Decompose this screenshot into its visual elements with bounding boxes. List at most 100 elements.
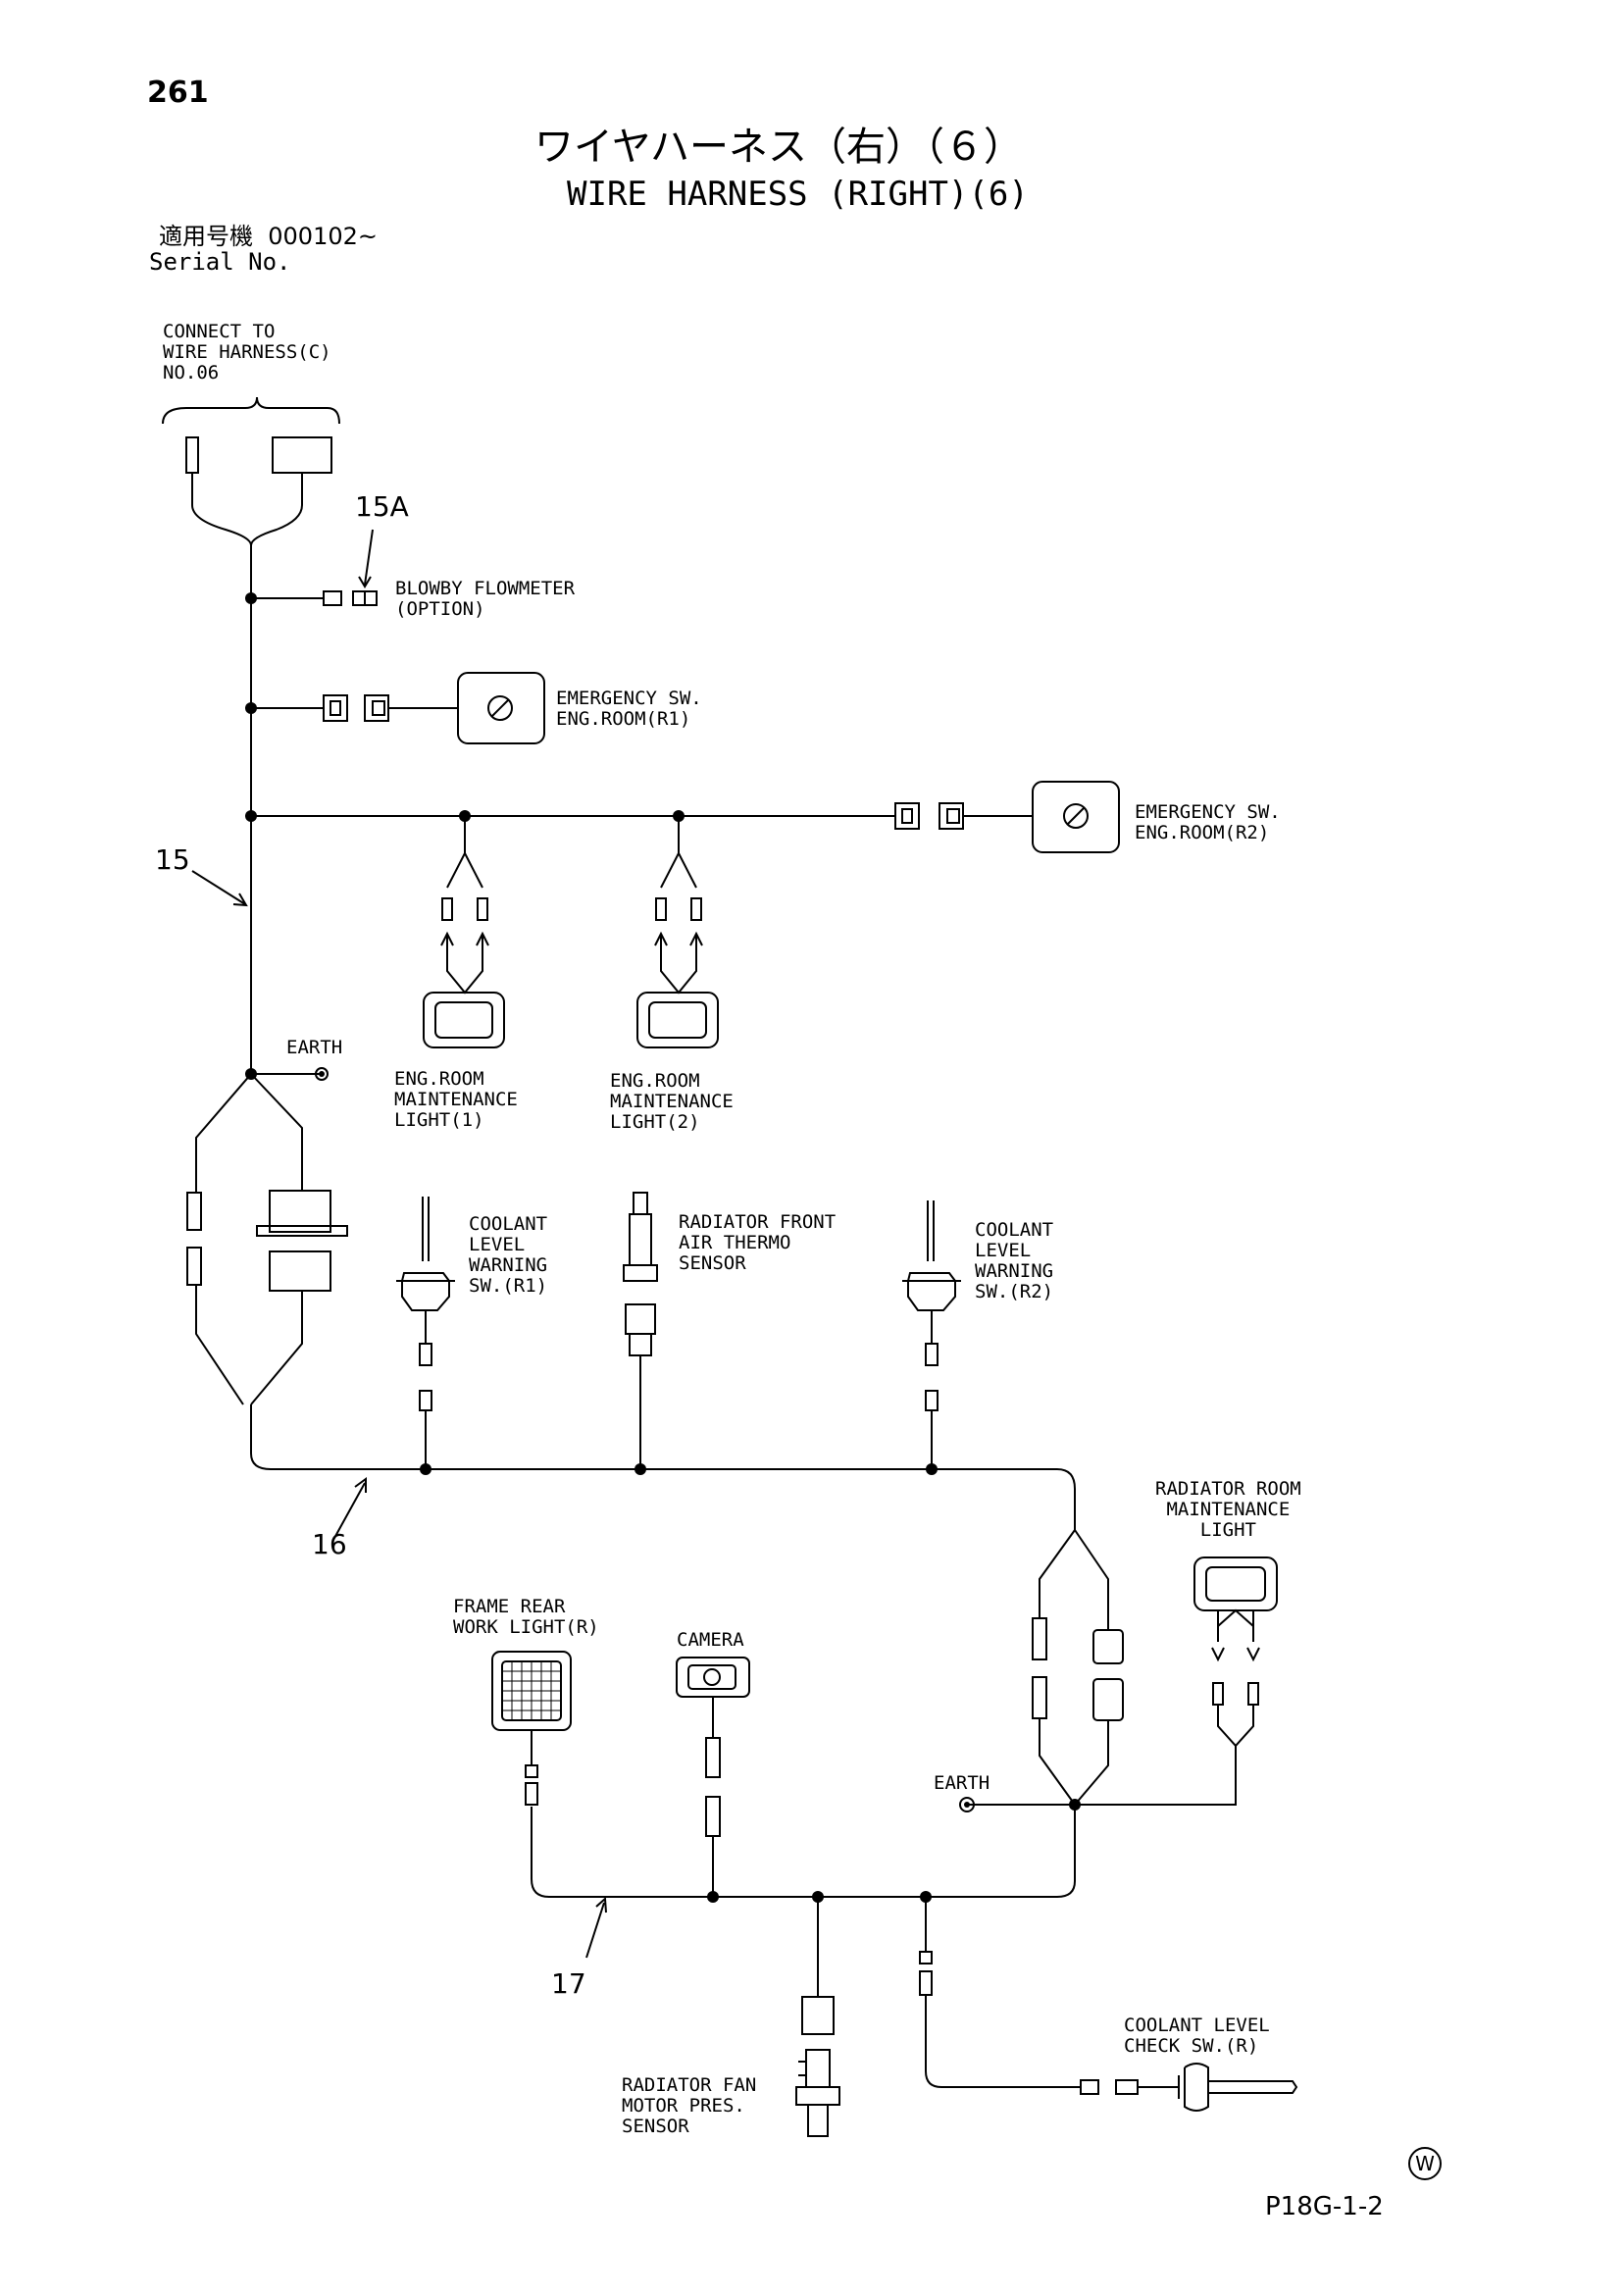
label-coolant-check-sw: COOLANT LEVEL CHECK SW.(R) <box>1124 2015 1270 2057</box>
wire-17 <box>532 1805 1075 1897</box>
light2-arrows <box>655 934 702 945</box>
junction-dot <box>634 1463 646 1475</box>
coolant-r1-plug-a <box>420 1344 431 1365</box>
radiator-room-light-lens <box>1206 1567 1265 1601</box>
junction-dot <box>459 810 471 822</box>
split-connector-left-b <box>187 1248 201 1285</box>
emergency-r1-connector-a-pin <box>330 701 340 715</box>
split-connector-right-b <box>270 1251 330 1291</box>
light1-plug-left <box>442 898 452 920</box>
label-blowby-flowmeter: BLOWBY FLOWMETER (OPTION) <box>395 578 576 620</box>
split-left-lower <box>196 1285 243 1404</box>
right-split-connector-right-a <box>1093 1630 1123 1663</box>
light2-lens <box>649 1002 706 1038</box>
camera-lens-frame <box>688 1665 736 1689</box>
top-wire-right <box>251 473 302 545</box>
right-split-right-upper <box>1075 1530 1108 1630</box>
emergency-r2-switch-body <box>1033 782 1119 852</box>
right-split-left-lower <box>1040 1718 1075 1805</box>
emergency-r1-connector-b-pin <box>373 701 384 715</box>
emergency-r1-switch-symbol-icon <box>488 696 512 720</box>
radiator-room-light-fork <box>1218 1705 1253 1746</box>
thermo-sensor-connector-b <box>630 1334 651 1355</box>
emergency-r1-connector-a <box>324 695 347 721</box>
right-split-connector-left-b <box>1033 1677 1046 1718</box>
earth-lower-terminal-center <box>964 1802 970 1808</box>
coolant-check-plug-a <box>920 1952 932 1964</box>
emergency-r2-connector-a <box>895 803 919 829</box>
thermo-sensor-connector-a <box>626 1304 655 1334</box>
light2-housing <box>637 993 718 1047</box>
label-coolant-level-r1: COOLANT LEVEL WARNING SW.(R1) <box>469 1213 548 1297</box>
fan-sensor-connector <box>802 1997 834 2034</box>
label-earth-lower: EARTH <box>934 1772 990 1794</box>
emergency-r2-switch-slash <box>1068 808 1084 824</box>
page-number: 261 <box>147 76 209 110</box>
coolant-r2-plug-b <box>926 1391 938 1410</box>
thermo-sensor-thread <box>630 1214 651 1265</box>
junction-dot <box>245 1068 257 1080</box>
emergency-r2-connector-a-pin <box>902 809 912 823</box>
fan-sensor-port <box>808 2105 828 2136</box>
ref-17: 17 <box>551 1967 586 2000</box>
ref-16-leader <box>333 1483 365 1540</box>
split-right-lower <box>251 1291 302 1404</box>
fan-sensor-nut <box>796 2087 839 2105</box>
ref-15a-leader <box>365 530 373 585</box>
junction-dot <box>1069 1799 1081 1811</box>
coolant-check-plug-b <box>920 1971 932 1995</box>
junction-dot <box>245 810 257 822</box>
junction-dot <box>245 702 257 714</box>
ref-16: 16 <box>312 1528 347 1560</box>
light2-fork <box>661 816 696 888</box>
emergency-r2-connector-b-pin <box>947 809 959 823</box>
light2-plug-left <box>656 898 666 920</box>
label-frame-rear-work-light: FRAME REAR WORK LIGHT(R) <box>453 1596 599 1638</box>
emergency-r2-switch-symbol-icon <box>1064 804 1088 828</box>
drawing-code: P18G-1-2 <box>1265 2192 1384 2221</box>
footer-symbol: W <box>1408 2147 1442 2180</box>
coolant-check-switch-probe <box>1208 2081 1296 2093</box>
label-emergency-sw-r1: EMERGENCY SW. ENG.ROOM(R1) <box>556 688 702 730</box>
junction-dot <box>673 810 685 822</box>
label-radiator-room-light: RADIATOR ROOM MAINTENANCE LIGHT <box>1155 1478 1301 1541</box>
ref-15a: 15A <box>355 490 409 523</box>
junction-dot <box>812 1891 824 1903</box>
frame-rear-work-light-plug-a <box>526 1765 537 1777</box>
light1-arrows <box>441 934 488 945</box>
ref-15-leader <box>192 871 245 904</box>
ref-15-arrowhead <box>233 893 246 905</box>
title-english: WIRE HARNESS (RIGHT)(6) <box>567 175 1029 214</box>
serial-value: 000102~ <box>268 223 378 250</box>
earth-upper-terminal-center <box>319 1071 325 1077</box>
title-japanese: ワイヤハーネス（右）（６） <box>534 125 1023 170</box>
radiator-room-light-wire <box>1075 1746 1236 1805</box>
camera-lens-icon <box>704 1669 720 1685</box>
coolant-r1-body <box>402 1273 449 1310</box>
light1-fork <box>447 816 482 888</box>
junction-dots <box>245 592 1081 1903</box>
label-coolant-level-r2: COOLANT LEVEL WARNING SW.(R2) <box>975 1219 1054 1302</box>
radiator-room-light-leads <box>1218 1610 1253 1642</box>
ref-17-arrowhead <box>596 1899 606 1913</box>
junction-dot <box>920 1891 932 1903</box>
frame-rear-work-light-grille <box>502 1661 561 1720</box>
emergency-r1-switch-body <box>458 673 544 743</box>
junction-dot <box>926 1463 938 1475</box>
split-right-upper <box>251 1074 302 1191</box>
ref-15a-arrowhead <box>359 577 371 587</box>
thermo-sensor-tip <box>634 1193 647 1214</box>
coolant-r1-plug-b <box>420 1391 431 1410</box>
label-earth-upper: EARTH <box>286 1037 343 1058</box>
label-radiator-front-sensor: RADIATOR FRONT AIR THERMO SENSOR <box>679 1211 837 1274</box>
radiator-room-plug-right <box>1248 1683 1258 1705</box>
thermo-sensor-nut <box>624 1265 657 1281</box>
label-camera: CAMERA <box>677 1629 744 1651</box>
label-radiator-fan-sensor: RADIATOR FAN MOTOR PRES. SENSOR <box>622 2074 757 2137</box>
right-split-left-upper <box>1040 1530 1075 1618</box>
junction-dot <box>420 1463 431 1475</box>
wire-16 <box>251 1404 1075 1530</box>
serial-label-japanese: 適用号機 000102~ <box>159 224 378 249</box>
blowby-connector-male <box>324 591 341 605</box>
